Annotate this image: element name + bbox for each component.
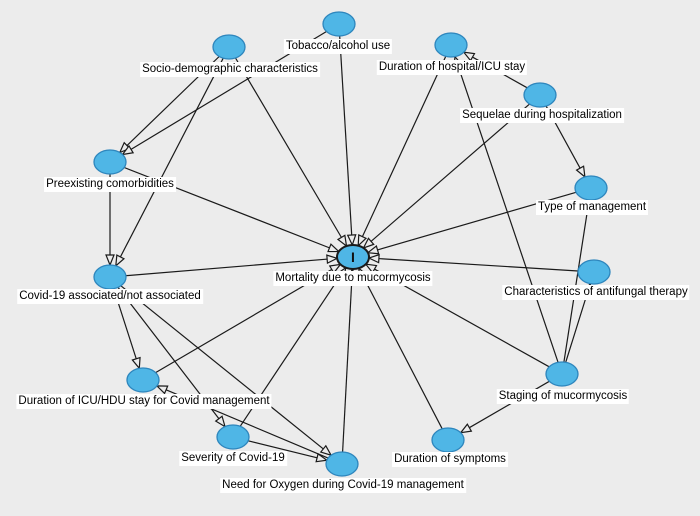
node-staging [545,361,579,387]
node-type_mgmt [574,175,608,201]
node-socio [212,34,246,60]
node-label-icu_hdu: Duration of ICU/HDU stay for Covid manag… [16,394,272,409]
node-label-socio: Socio-demographic characteristics [140,62,320,77]
node-label-severity: Severity of Covid-19 [179,451,287,466]
edge-dur_hosp-to-mortality [358,56,447,245]
node-label-covid: Covid-19 associated/not associated [17,289,203,304]
edge-oxygen-to-mortality [342,269,353,453]
node-mortality [336,244,370,270]
node-sequelae [523,82,557,108]
edge-antifungal-to-mortality [369,258,579,272]
node-preexist [93,149,127,175]
node-tobacco [322,11,356,37]
edge-staging-to-type_mgmt [563,200,589,363]
node-label-tobacco: Tobacco/alcohol use [283,39,393,54]
edge-severity-to-oxygen [248,440,327,460]
node-covid [93,264,127,290]
node-antifungal [577,259,611,285]
edge-covid-to-oxygen [120,285,331,455]
node-dur_hosp [434,32,468,58]
node-label-sequelae: Sequelae during hospitalization [460,108,624,123]
node-severity [216,424,250,450]
edge-socio-to-covid [116,57,224,266]
node-label-preexist: Preexisting comorbidities [44,177,176,192]
node-label-antifungal: Characteristics of antifungal therapy [502,285,690,300]
edge-socio-to-mortality [234,57,347,246]
node-label-dur_symp: Duration of symptoms [392,452,508,467]
node-label-staging: Staging of mucormycosis [496,389,630,404]
edge-covid-to-mortality [125,258,337,277]
node-label-mortality: Mortality due to mucormycosis [273,271,433,286]
edge-sequelae-to-mortality [364,103,530,248]
node-label-oxygen: Need for Oxygen during Covid-19 manageme… [220,478,466,493]
edge-dur_symp-to-mortality [359,268,443,430]
edge-tobacco-to-mortality [339,35,353,245]
outcome-marker-glyph: I [351,249,355,265]
node-dur_symp [431,427,465,453]
edge-staging-to-dur_hosp [455,57,559,363]
node-label-dur_hosp: Duration of hospital/ICU stay [376,60,528,75]
node-label-type_mgmt: Type of management [535,200,649,215]
nodes: I [93,11,611,477]
node-oxygen [325,451,359,477]
node-icu_hdu [126,367,160,393]
